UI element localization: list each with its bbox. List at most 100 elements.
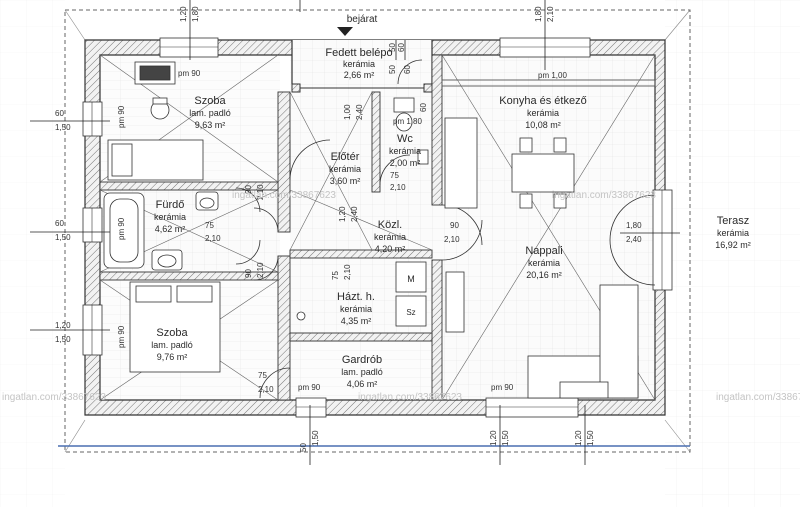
dim-label: 1,50 bbox=[55, 233, 71, 242]
dim-label: 2,10 bbox=[258, 385, 274, 394]
dim-label: 1,20 bbox=[338, 206, 347, 222]
room-hazt-name: Házt. h. bbox=[337, 291, 375, 303]
dim-label: 1,50 bbox=[586, 430, 595, 446]
room-gardrob-material: lam. padló bbox=[341, 367, 383, 377]
dim-label: 60 bbox=[397, 43, 406, 52]
room-szoba1-area: 9,63 m² bbox=[195, 120, 226, 130]
watermark: ingatlan.com/33867623 bbox=[552, 190, 656, 201]
dim-label: 1,80 bbox=[191, 6, 200, 22]
room-fedett-material: kerámia bbox=[343, 59, 375, 69]
watermark: ingatlan.com/33867623 bbox=[232, 190, 336, 201]
room-wc-material: kerámia bbox=[389, 146, 421, 156]
dim-label: 2,10 bbox=[390, 183, 406, 192]
dim-label: 1,50 bbox=[501, 430, 510, 446]
dim-label: 75 bbox=[205, 221, 214, 230]
room-konyha-name: Konyha és étkező bbox=[499, 95, 586, 107]
dim-label: 1,00 bbox=[343, 104, 352, 120]
dryer-label: Sz bbox=[406, 308, 415, 317]
interior-walls bbox=[99, 54, 656, 401]
dim-label: 1,20 bbox=[55, 321, 71, 330]
dim-label: 75 bbox=[258, 371, 267, 380]
dim-label: 90 bbox=[244, 185, 253, 194]
room-furdo-name: Fürdő bbox=[156, 199, 185, 211]
room-szoba2-area: 9,76 m² bbox=[157, 352, 188, 362]
dim-label: 60 bbox=[55, 219, 64, 228]
dim-label: 90 bbox=[450, 221, 459, 230]
room-szoba1-name: Szoba bbox=[194, 95, 226, 107]
dim-label: 75 bbox=[390, 171, 399, 180]
furniture bbox=[103, 61, 639, 399]
dim-label: 2,40 bbox=[626, 235, 642, 244]
dim-label: 1,80 bbox=[534, 6, 543, 22]
room-furdo-material: kerámia bbox=[154, 212, 186, 222]
dim-label: 1,20 bbox=[489, 430, 498, 446]
room-kozl-name: Közl. bbox=[378, 219, 402, 231]
room-terasz-material: kerámia bbox=[717, 228, 749, 238]
dim-label: 90 bbox=[244, 269, 253, 278]
dimension-lines bbox=[30, 0, 680, 465]
dim-label: 2,10 bbox=[546, 6, 555, 22]
door-swings bbox=[235, 59, 656, 399]
room-labels: Fedett belépo kerámia 2,66 m² Szoba lam.… bbox=[151, 47, 751, 389]
dim-label: 2,10 bbox=[256, 184, 265, 200]
room-szoba2-name: Szoba bbox=[156, 327, 188, 339]
room-nappali-area: 20,16 m² bbox=[526, 270, 562, 280]
room-terasz-name: Terasz bbox=[717, 215, 749, 227]
room-kozl-area: 4,20 m² bbox=[375, 244, 406, 254]
dim-label: pm 90 bbox=[117, 325, 126, 348]
dim-label: 60 bbox=[55, 109, 64, 118]
room-kozl-material: kerámia bbox=[374, 232, 406, 242]
dim-label: 2,10 bbox=[205, 234, 221, 243]
room-terasz-area: 16,92 m² bbox=[715, 240, 751, 250]
room-hazt-material: kerámia bbox=[340, 304, 372, 314]
room-fedett-name: Fedett belépo bbox=[325, 47, 392, 59]
room-furdo-area: 4,62 m² bbox=[155, 224, 186, 234]
dimension-labels: 1,20 1,80 1,80 2,10 50 60 50 60 pm 90 pm… bbox=[55, 6, 642, 452]
dim-label: pm 90 bbox=[117, 105, 126, 128]
floor-gardrob bbox=[290, 335, 440, 400]
dim-label: 50 bbox=[388, 65, 397, 74]
dim-label: 1,20 bbox=[179, 6, 188, 22]
dim-label: 60 bbox=[419, 103, 428, 112]
dim-label: 50 bbox=[299, 443, 308, 452]
room-konyha-area: 10,08 m² bbox=[525, 120, 561, 130]
dim-label: 1,80 bbox=[626, 221, 642, 230]
washing-machine-label: M bbox=[407, 274, 415, 284]
dim-label: 1,50 bbox=[55, 123, 71, 132]
dim-label: pm 1,00 bbox=[538, 71, 567, 80]
dim-label: 2,10 bbox=[444, 235, 460, 244]
room-gardrob-area: 4,06 m² bbox=[347, 379, 378, 389]
room-gardrob-name: Gardrób bbox=[342, 354, 382, 366]
entrance-arrow-icon bbox=[337, 27, 353, 36]
dim-label: 2,10 bbox=[343, 264, 352, 280]
room-fedett-area: 2,66 m² bbox=[344, 70, 375, 80]
room-wc-area: 2,00 m² bbox=[390, 158, 421, 168]
watermarks: ingatlan.com/33867623 ingatlan.com/33867… bbox=[2, 190, 800, 403]
room-eloter-material: kerámia bbox=[329, 164, 361, 174]
dim-label: pm 1,80 bbox=[393, 117, 422, 126]
watermark: ingatlan.com/33867623 bbox=[716, 392, 800, 403]
dim-label: 2,40 bbox=[350, 206, 359, 222]
dim-label: 60 bbox=[403, 65, 412, 74]
room-konyha-material: kerámia bbox=[527, 108, 559, 118]
dim-label: pm 90 bbox=[298, 383, 321, 392]
dim-label: 75 bbox=[331, 271, 340, 280]
entrance-label: bejárat bbox=[347, 14, 378, 25]
dim-label: 2,10 bbox=[256, 262, 265, 278]
dim-label: 2,40 bbox=[355, 104, 364, 120]
terrace-grid bbox=[665, 0, 800, 507]
dim-label: 1,20 bbox=[574, 430, 583, 446]
watermark: ingatlan.com/33867623 bbox=[358, 392, 462, 403]
dim-label: 50 bbox=[388, 43, 397, 52]
room-szoba1-material: lam. padló bbox=[189, 108, 231, 118]
dim-label: 1,50 bbox=[311, 430, 320, 446]
room-wc-name: Wc bbox=[397, 133, 413, 145]
room-eloter-area: 3,60 m² bbox=[330, 176, 361, 186]
dim-label: 1,50 bbox=[55, 335, 71, 344]
dim-label: pm 90 bbox=[117, 217, 126, 240]
dim-label: pm 90 bbox=[178, 69, 201, 78]
dim-label: pm 90 bbox=[491, 383, 514, 392]
room-nappali-name: Nappali bbox=[525, 245, 562, 257]
